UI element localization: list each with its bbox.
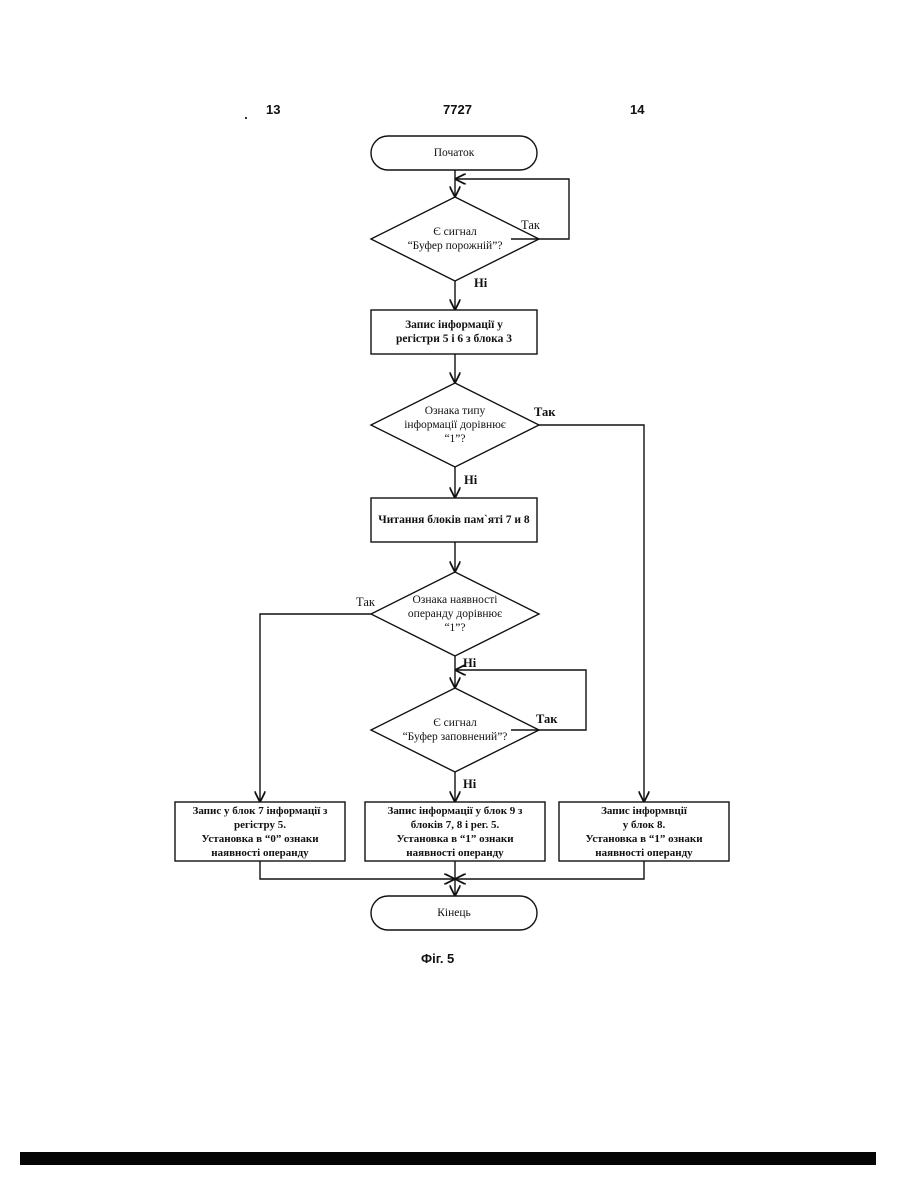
process-right-label: Запис інформвції у блок 8. Установка в “… [559, 802, 729, 861]
figure-caption: Фіг. 5 [421, 951, 454, 966]
d1-yes-label: Так [521, 218, 540, 233]
d3-yes-label: Так [356, 595, 375, 610]
edge-d3-yes [260, 614, 371, 801]
start-label: Початок [371, 136, 537, 170]
d2-no-label: Ні [464, 473, 477, 488]
edge-d2-yes [539, 425, 644, 801]
edge-right-to-merge [456, 861, 644, 879]
process-read-memory-label: Читання блоків пам`яті 7 и 8 [371, 498, 537, 542]
process-left-label: Запис у блок 7 інформації з регістру 5. … [175, 802, 345, 861]
d2-yes-label: Так [534, 405, 555, 420]
decision-operand-present-label: Ознака наявності операнду дорівнює “1”? [385, 591, 525, 637]
decision-info-type-label: Ознака типу інформації дорівнює “1”? [385, 402, 525, 448]
process-center-label: Запис інформації у блок 9 з блоків 7, 8 … [365, 802, 545, 861]
edge-left-to-merge [260, 861, 454, 879]
d4-no-label: Ні [463, 777, 476, 792]
end-label: Кінець [371, 896, 537, 930]
d3-no-label: Ні [463, 656, 476, 671]
decision-buffer-full-label: Є сигнал “Буфер заповнений”? [385, 713, 525, 747]
process-write-registers-label: Запис інформації у регістри 5 і 6 з блок… [371, 310, 537, 354]
decision-buffer-empty-label: Є сигнал “Буфер порожній”? [395, 222, 515, 256]
d4-yes-label: Так [536, 712, 557, 727]
d1-no-label: Ні [474, 276, 487, 291]
page-bottom-rule [20, 1152, 876, 1165]
